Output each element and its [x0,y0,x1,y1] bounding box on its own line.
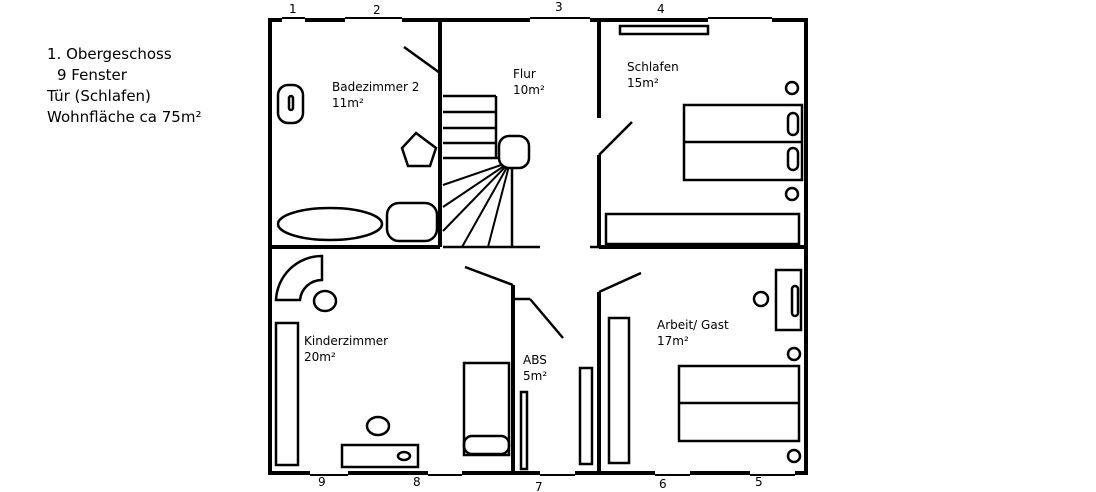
room-area-bathroom: 11m² [332,96,364,110]
window-label-1: 1 [289,2,297,16]
room-area-kids: 20m² [304,350,336,364]
bathroom-fixtures [276,83,439,243]
room-area-abs: 5m² [523,369,547,383]
notes-door: Tür (Schlafen) [47,87,151,105]
top-windows [282,17,772,23]
window-label-8: 8 [413,475,421,489]
room-name-kids: Kinderzimmer [304,334,388,348]
window-label-4: 4 [657,2,665,16]
window-label-5: 5 [755,475,763,489]
bottom-windows [310,470,795,476]
doors [403,45,642,339]
room-area-office: 17m² [657,334,689,348]
staircase [442,94,599,249]
room-name-bedroom: Schlafen [627,60,679,74]
office-furniture [607,268,803,465]
notes-window-count: 9 Fenster [57,66,127,84]
room-area-hall: 10m² [513,83,545,97]
notes-floor-title: 1. Obergeschoss [47,45,172,63]
floor-notes: 1. Obergeschoss 9 Fenster Tür (Schlafen)… [47,44,201,128]
room-area-bedroom: 15m² [627,76,659,90]
window-label-7: 7 [535,480,543,492]
room-name-hall: Flur [513,67,536,81]
interior-walls [270,20,806,473]
window-label-9: 9 [318,475,326,489]
window-label-3: 3 [555,0,563,14]
room-name-office: Arbeit/ Gast [657,318,729,332]
notes-living-area: Wohnfläche ca 75m² [47,108,202,126]
room-name-abs: ABS [523,353,547,367]
room-name-bathroom: Badezimmer 2 [332,80,419,94]
abs-furniture [519,366,594,471]
window-label-6: 6 [659,477,667,491]
kids-room-furniture [274,254,511,469]
window-label-2: 2 [373,3,381,17]
bedroom-furniture [604,24,804,246]
